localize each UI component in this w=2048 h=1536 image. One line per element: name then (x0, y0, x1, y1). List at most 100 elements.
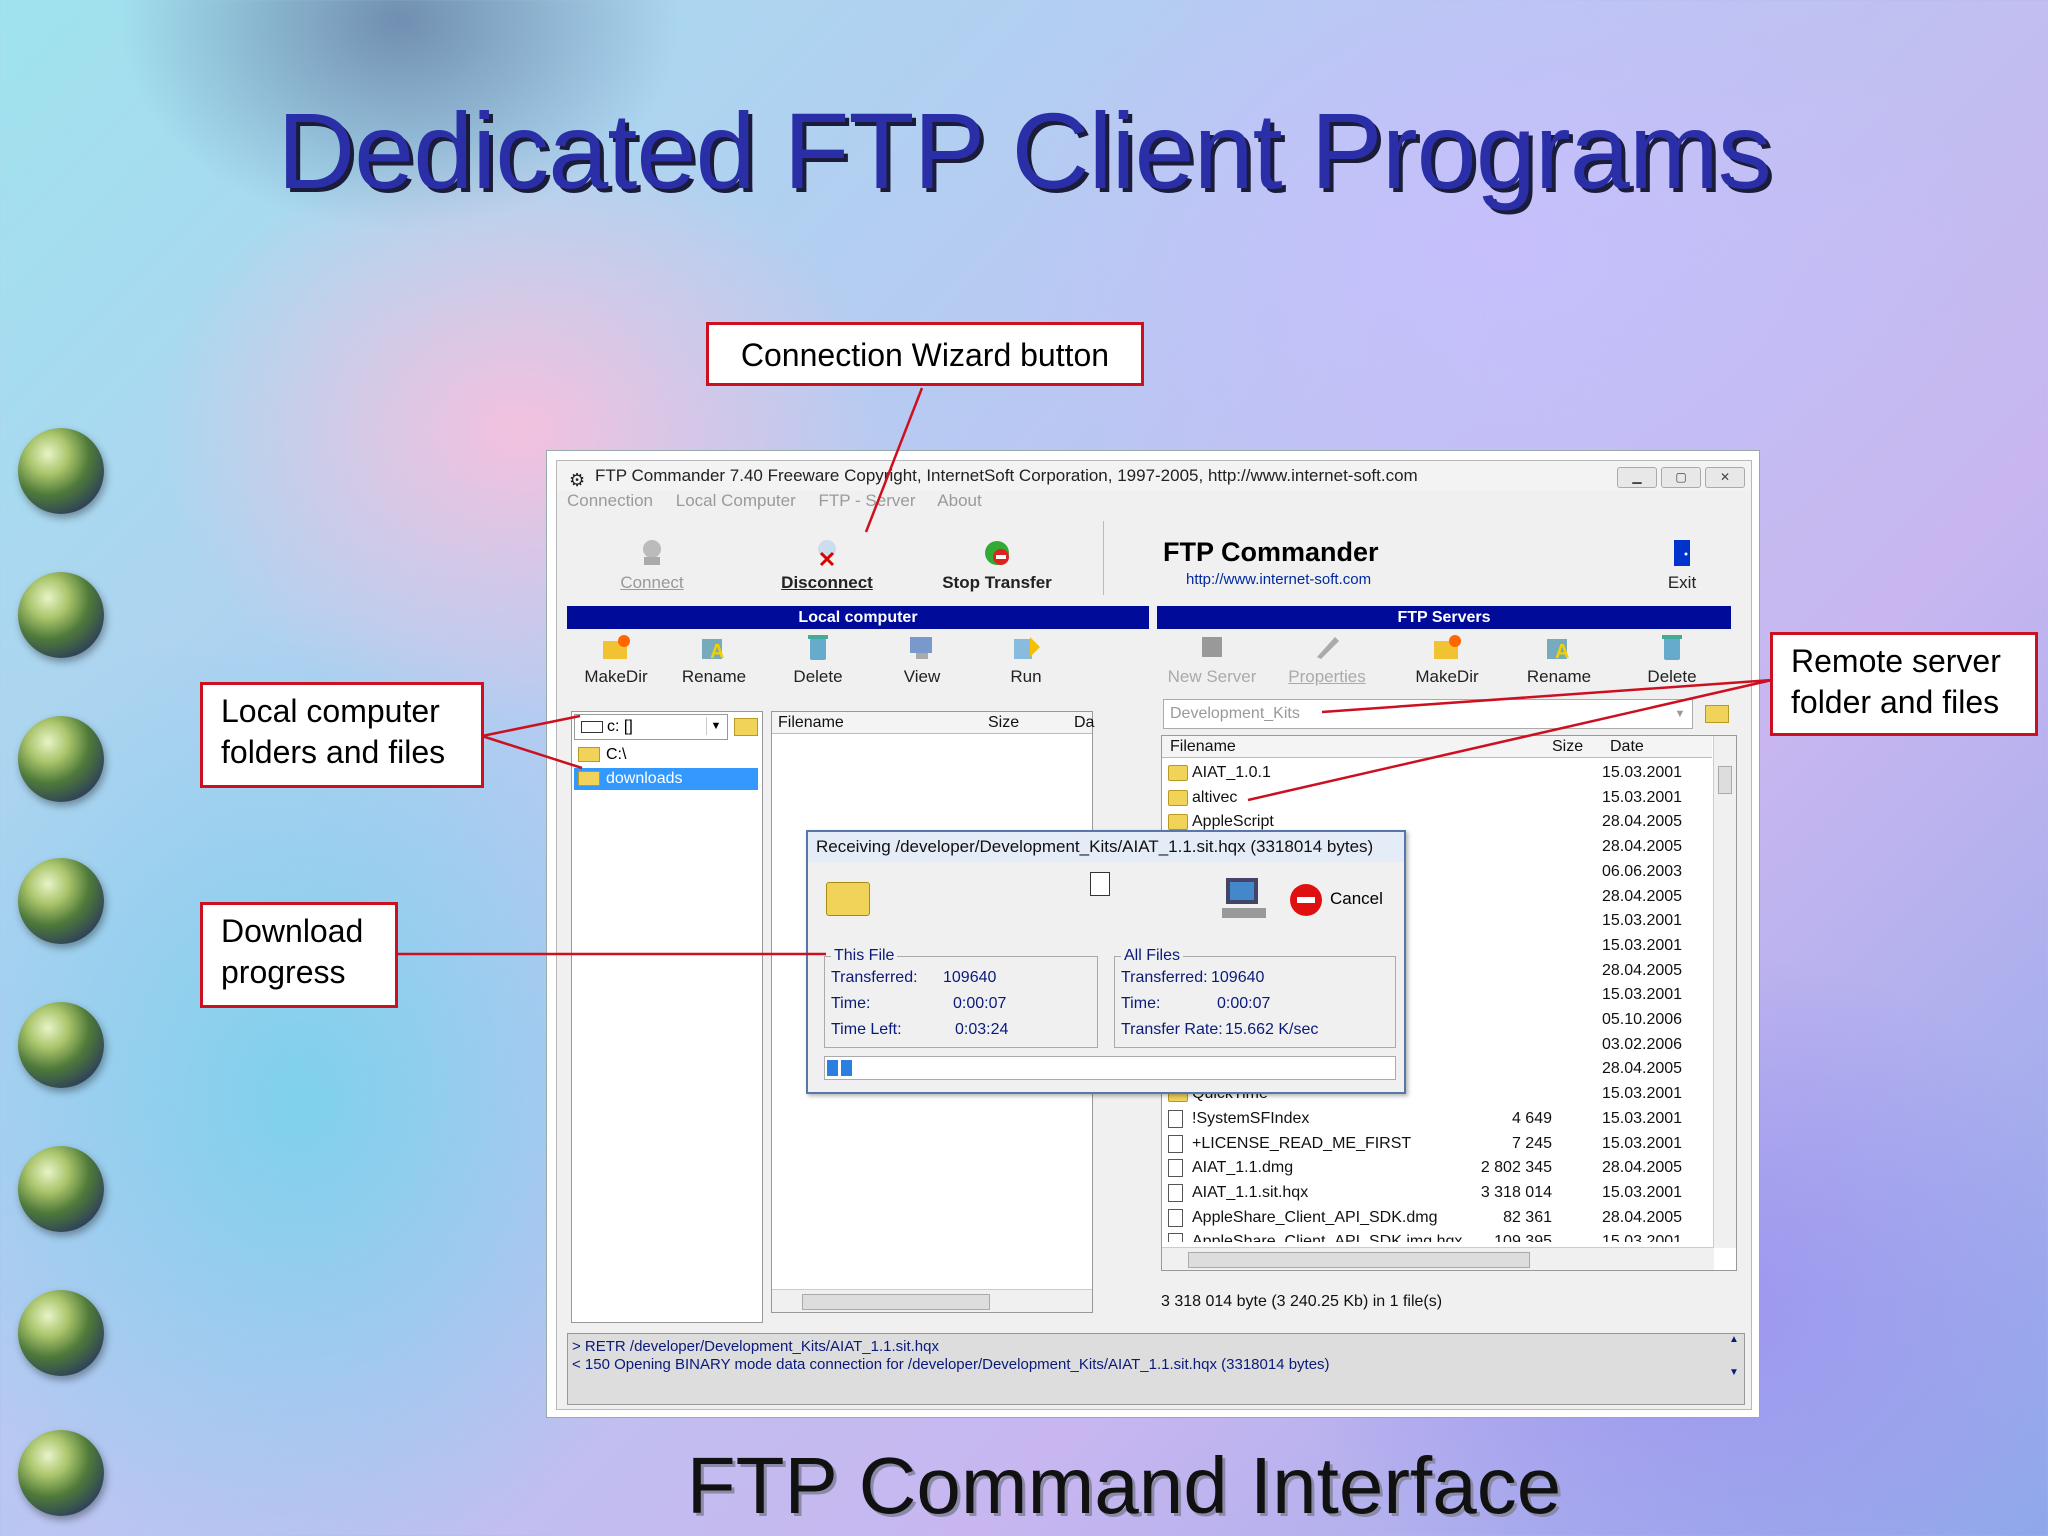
exit-door-icon (1674, 540, 1690, 566)
column-date[interactable]: Da (1074, 714, 1095, 731)
maximize-button[interactable]: ▢ (1661, 467, 1701, 488)
file-date: 28.04.2005 (1602, 1159, 1683, 1177)
local-delete-button[interactable]: Delete (783, 631, 853, 687)
parent-folder-icon[interactable] (1705, 705, 1729, 723)
cancel-button[interactable]: Cancel (1290, 882, 1383, 916)
remote-delete-button[interactable]: Delete (1637, 631, 1707, 687)
menu-ftp-server[interactable]: FTP - Server (818, 491, 916, 510)
brand-name: FTP Commander (1163, 537, 1379, 567)
drive-icon (581, 720, 603, 733)
properties-button[interactable]: Properties (1277, 631, 1377, 687)
stop-sign-icon (1290, 883, 1322, 916)
remote-makedir-button[interactable]: MakeDir (1407, 631, 1487, 687)
makedir-icon (1434, 635, 1461, 659)
this-file-group: This File Transferred: 109640 Time: 0:00… (824, 947, 1098, 1048)
stop-transfer-button[interactable]: Stop Transfer (932, 537, 1062, 593)
folder-icon (1168, 765, 1188, 781)
remote-vscrollbar[interactable] (1713, 736, 1736, 1248)
remote-file-row[interactable]: 28.04.2005 (1162, 884, 1712, 909)
file-size: 2 802 345 (1480, 1159, 1552, 1177)
tree-item-root[interactable]: C:\ (574, 744, 758, 766)
close-button[interactable]: ✕ (1705, 467, 1745, 488)
disconnect-button[interactable]: Disconnect (772, 537, 882, 593)
remote-rename-button[interactable]: A Rename (1519, 631, 1599, 687)
log-line: > RETR /developer/Development_Kits/AIAT_… (572, 1338, 939, 1355)
time-value: 0:00:07 (1217, 995, 1271, 1012)
trash-icon (1662, 635, 1682, 660)
file-date: 03.02.2006 (1602, 1035, 1683, 1053)
column-filename[interactable]: Filename (1170, 738, 1236, 755)
file-icon (1168, 1109, 1183, 1128)
log-vscrollbar[interactable]: ▲▼ (1729, 1334, 1739, 1378)
column-date[interactable]: Date (1610, 738, 1644, 755)
transferred-label: Transferred: (1121, 969, 1208, 986)
globe-icon (18, 716, 104, 802)
chevron-down-icon[interactable]: ▼ (1674, 708, 1686, 720)
exit-button[interactable]: Exit (1657, 537, 1707, 593)
column-size[interactable]: Size (1552, 738, 1584, 755)
file-icon (1168, 1208, 1183, 1227)
file-name: AIAT_1.1.sit.hqx (1192, 1183, 1309, 1201)
remote-file-row[interactable]: 15.03.2001 (1162, 933, 1712, 958)
remote-file-row[interactable]: 28.04.2005 (1162, 958, 1712, 983)
minimize-button[interactable]: ▁ (1617, 467, 1657, 488)
drive-select[interactable]: c: [] ▼ (574, 714, 728, 740)
menu-connection[interactable]: Connection (567, 491, 654, 510)
column-filename[interactable]: Filename (778, 714, 844, 731)
remote-file-row[interactable]: 05.10.2006 (1162, 1007, 1712, 1032)
remote-status: 3 318 014 byte (3 240.25 Kb) in 1 file(s… (1161, 1293, 1443, 1310)
local-makedir-button[interactable]: MakeDir (581, 631, 651, 687)
rename-icon: A (702, 639, 724, 663)
globe-icon (18, 572, 104, 658)
column-size[interactable]: Size (988, 714, 1020, 731)
remote-file-row[interactable]: 15.03.2001 (1162, 982, 1712, 1007)
properties-icon (1317, 637, 1339, 659)
file-icon (1168, 1159, 1183, 1178)
new-server-button[interactable]: New Server (1162, 631, 1262, 687)
toolbar-divider (1103, 521, 1104, 595)
chevron-down-icon[interactable]: ▼ (706, 717, 725, 735)
remote-hscrollbar[interactable] (1162, 1247, 1714, 1270)
local-rename-button[interactable]: A Rename (679, 631, 749, 687)
ftp-servers-header: FTP Servers (1157, 606, 1731, 629)
local-run-button[interactable]: Run (991, 631, 1061, 687)
this-file-label: This File (831, 947, 898, 965)
file-name: !SystemSFIndex (1192, 1109, 1310, 1127)
time-label: Time: (1121, 995, 1161, 1012)
remote-file-row[interactable]: 03.02.2006 (1162, 1032, 1712, 1057)
menu-local-computer[interactable]: Local Computer (675, 491, 796, 510)
menu-about[interactable]: About (937, 491, 982, 510)
local-column-header: Filename Size Da (772, 712, 1095, 734)
remote-file-row[interactable]: 15.03.2001 (1162, 908, 1712, 933)
time-label: Time: (831, 995, 871, 1012)
tree-item-downloads[interactable]: downloads (574, 768, 758, 790)
download-progress-bar (824, 1056, 1396, 1080)
file-date: 06.06.2003 (1602, 862, 1683, 880)
file-size: 3 318 014 (1480, 1183, 1552, 1201)
remote-file-row[interactable]: 28.04.2005 (1162, 1056, 1712, 1081)
file-name: AIAT_1.0.1 (1192, 764, 1271, 781)
remote-file-row[interactable]: 28.04.2005 (1162, 834, 1712, 859)
remote-path-select[interactable]: Development_Kits ▼ (1163, 699, 1693, 729)
parent-folder-icon[interactable] (734, 718, 758, 736)
stop-transfer-icon (985, 541, 1009, 565)
brand-url[interactable]: http://www.internet-soft.com (1186, 571, 1372, 588)
connect-button[interactable]: Connect (607, 537, 697, 593)
local-view-button[interactable]: View (887, 631, 957, 687)
file-date: 15.03.2001 (1602, 788, 1683, 806)
local-hscrollbar[interactable] (772, 1289, 1092, 1312)
file-date: 15.03.2001 (1602, 912, 1683, 930)
download-progress-fill (827, 1060, 853, 1076)
remote-file-row[interactable]: 06.06.2003 (1162, 859, 1712, 884)
